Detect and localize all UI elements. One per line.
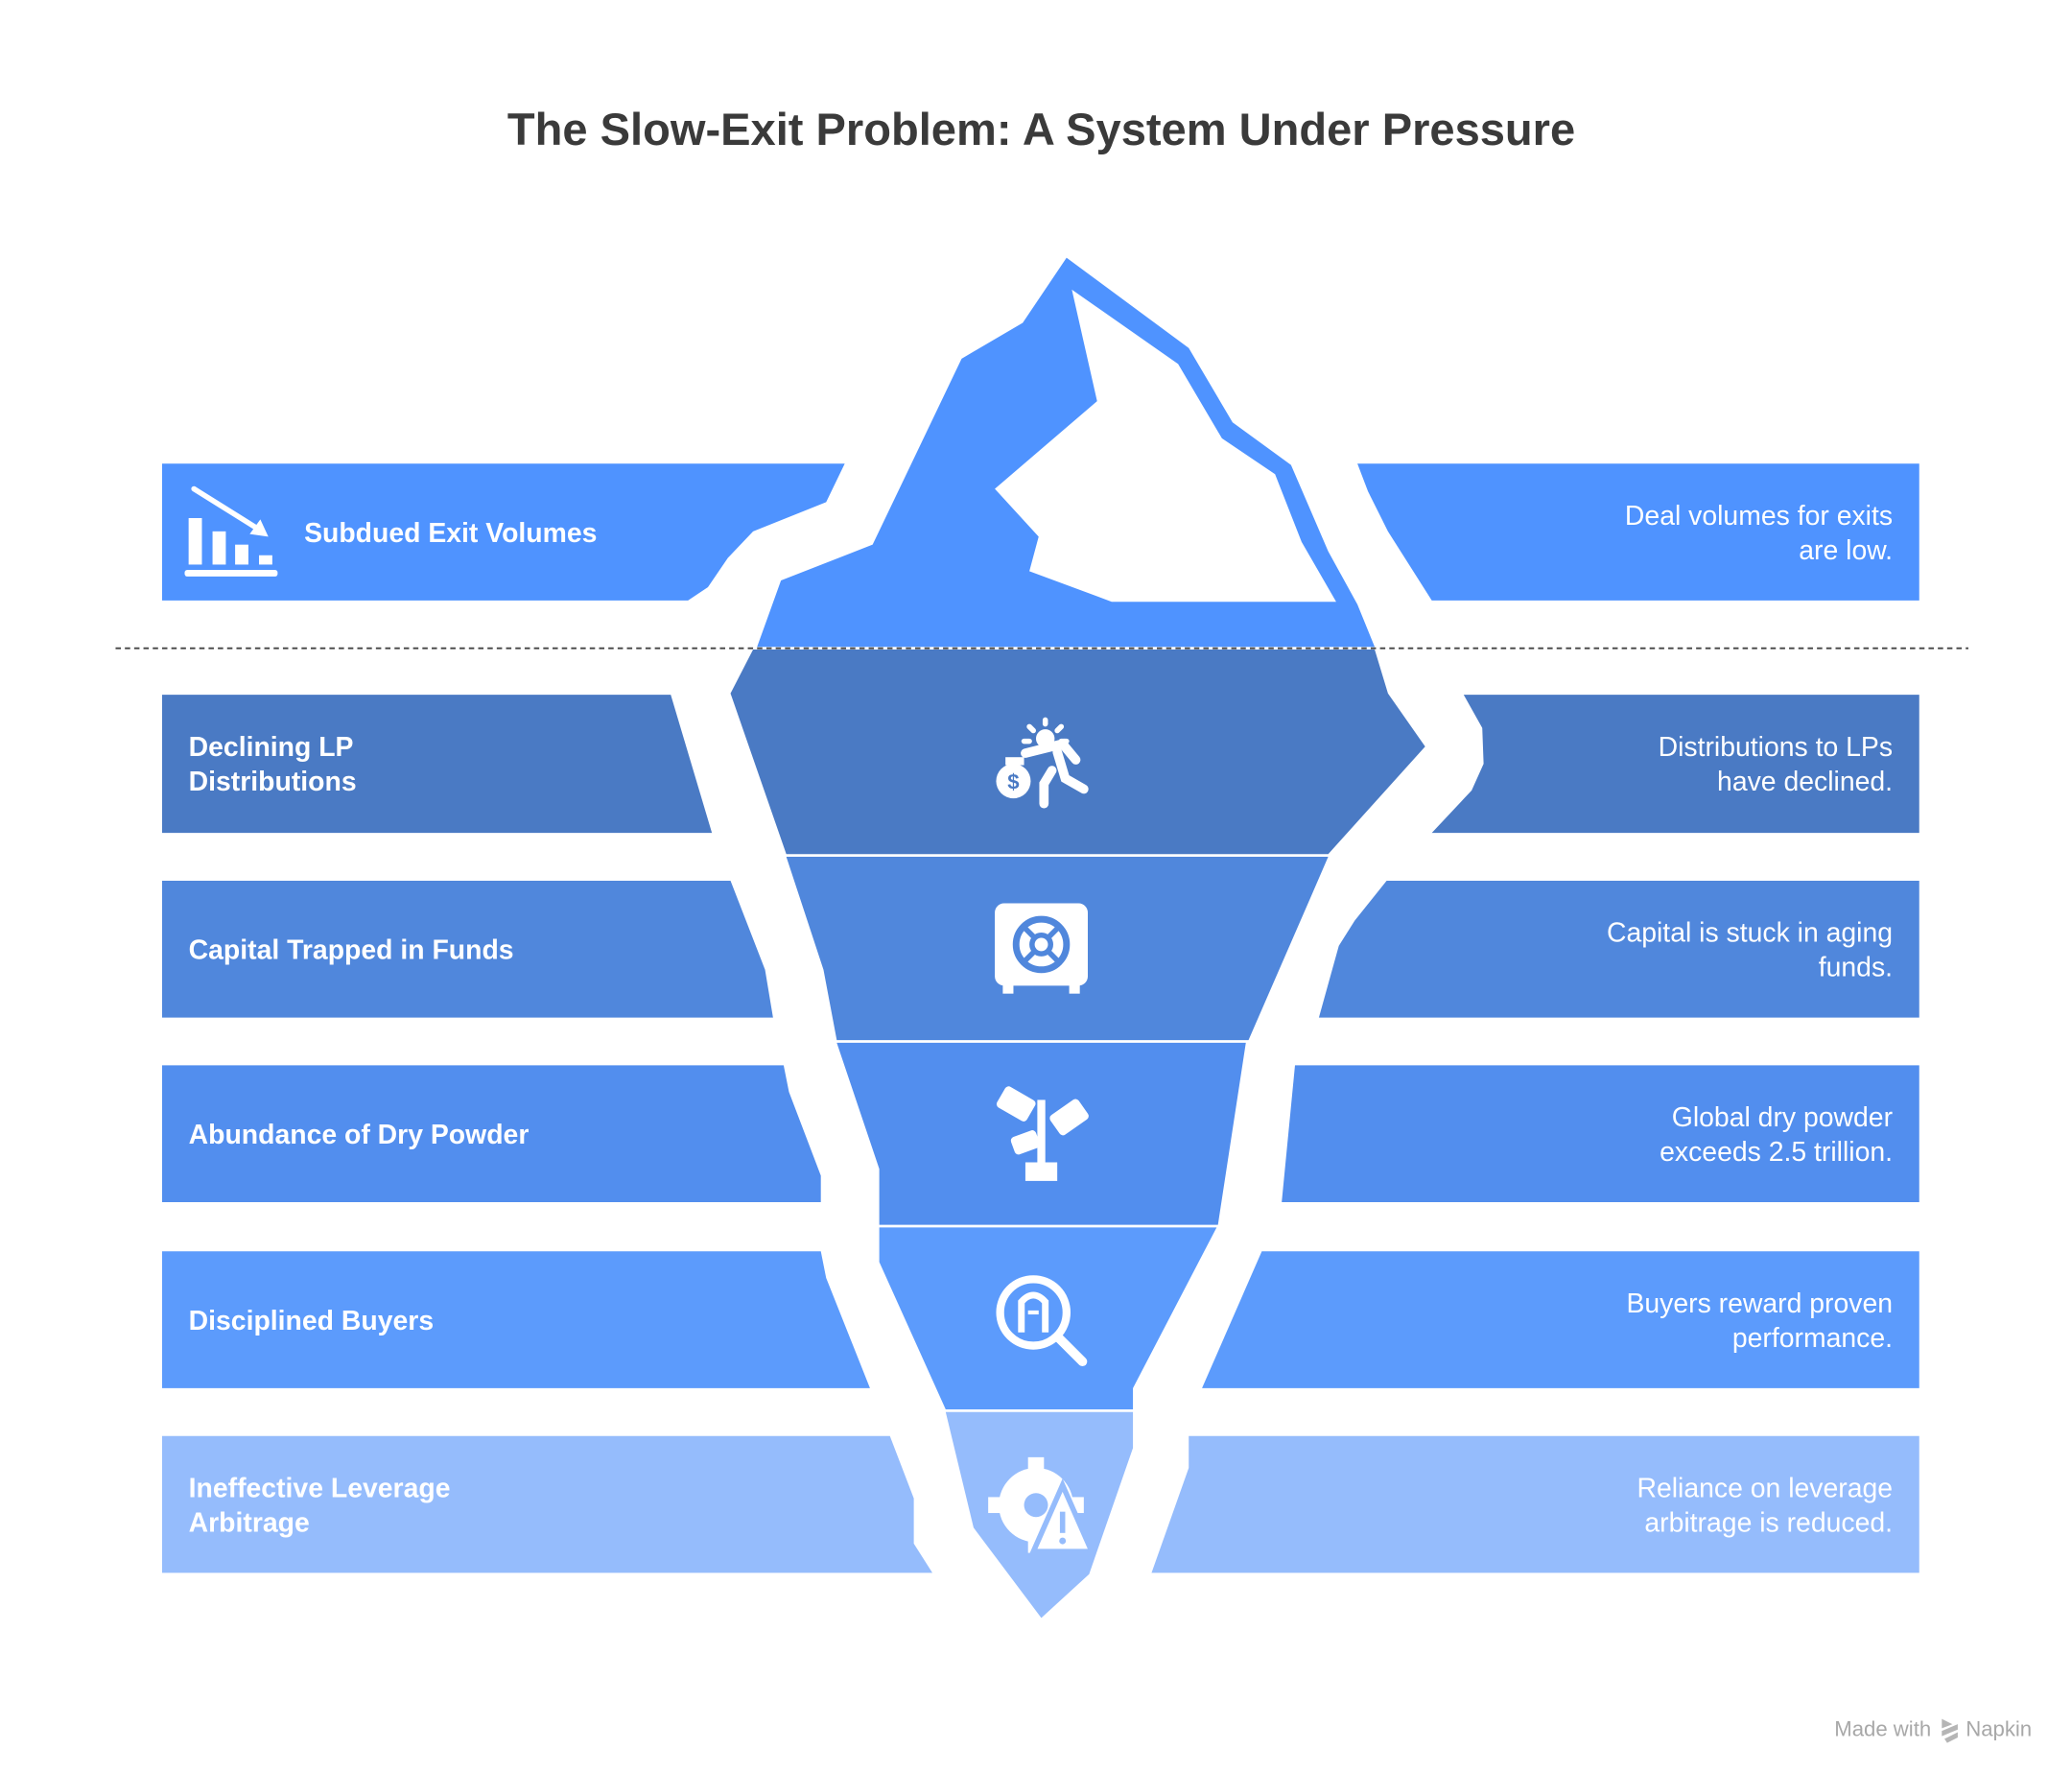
layer-3-label: Abundance of Dry Powder (189, 1120, 530, 1150)
layer-3-description-line1: Global dry powder (1672, 1102, 1893, 1133)
layer-0-bars (161, 463, 1919, 601)
layer-4-description-line2: performance. (1732, 1323, 1893, 1354)
layer-3-description-line2: exceeds 2.5 trillion. (1660, 1137, 1893, 1168)
made-with-napkin-footer: Made with Napkin (1834, 1717, 2032, 1743)
layer-1-label-line1: Declining LP (189, 732, 354, 763)
layer-1-description-line2: have declined. (1717, 767, 1893, 797)
safe-vault-icon (995, 903, 1088, 994)
napkin-brand-text: Napkin (1966, 1717, 2032, 1741)
person-fleeing-with-money-bag-icon: $ (996, 717, 1089, 809)
iceberg-layer-1 (730, 650, 1425, 855)
svg-text:$: $ (1007, 769, 1019, 793)
layer-5-label-line1: Ineffective Leverage (189, 1473, 451, 1503)
layer-2-bars (161, 880, 1919, 1018)
layer-2-description-line2: funds. (1819, 953, 1893, 983)
layer-0-description-line2: are low. (1799, 535, 1893, 566)
gear-warning-icon (988, 1456, 1096, 1554)
layer-2-right-bar (1318, 880, 1919, 1018)
layer-4-bars (161, 1251, 1919, 1388)
layer-5-left-bar (161, 1435, 933, 1573)
layer-1-right-bar (1431, 695, 1919, 834)
layer-3-right-bar (1282, 1065, 1919, 1203)
layer-1-label-line2: Distributions (189, 767, 357, 797)
search-building-icon (996, 1275, 1088, 1367)
layer-5-description-line2: arbitrage is reduced. (1644, 1507, 1893, 1538)
layer-4-left-bar (161, 1251, 870, 1388)
layer-5-right-bar (1151, 1435, 1919, 1573)
layer-1-left-bar (161, 695, 713, 834)
layer-2-left-bar (161, 880, 773, 1018)
layer-4-description-line1: Buyers reward proven (1626, 1288, 1893, 1319)
declining-bar-chart-icon (184, 485, 278, 577)
layer-0-description-line1: Deal volumes for exits (1625, 501, 1893, 532)
layer-2-description-line1: Capital is stuck in aging (1607, 918, 1893, 949)
layer-3-left-bar (161, 1065, 821, 1203)
layer-0-left-bar (161, 463, 845, 601)
layer-1-description-line1: Distributions to LPs (1659, 732, 1893, 763)
layer-1-bars (161, 695, 1919, 834)
layer-2-label: Capital Trapped in Funds (189, 935, 514, 966)
made-with-text: Made with (1834, 1717, 1931, 1741)
iceberg-snow (995, 289, 1336, 603)
money-plant-icon (996, 1086, 1089, 1181)
layer-4-label: Disciplined Buyers (189, 1306, 434, 1336)
layer-3-bars (161, 1065, 1919, 1203)
layer-0-label: Subdued Exit Volumes (304, 518, 597, 549)
layer-4-right-bar (1202, 1251, 1919, 1388)
napkin-logo-icon (1942, 1718, 1958, 1743)
page-title: The Slow-Exit Problem: A System Under Pr… (507, 104, 1575, 154)
layer-0-right-bar (1357, 463, 1919, 601)
layer-5-description-line1: Reliance on leverage (1636, 1473, 1893, 1503)
layer-5-label-line2: Arbitrage (189, 1507, 310, 1538)
layer-5-bars (161, 1435, 1919, 1573)
